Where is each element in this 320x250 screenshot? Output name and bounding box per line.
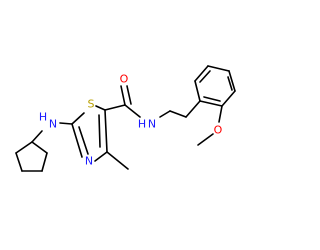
benzene-ring xyxy=(194,65,236,107)
bond xyxy=(95,105,106,111)
bond xyxy=(15,152,23,172)
bond xyxy=(194,65,209,82)
bond-c5-carbonyl xyxy=(104,104,126,111)
sulfur-atom: S xyxy=(88,98,95,111)
bond-aryl-o xyxy=(218,105,223,123)
thiazole-ring xyxy=(71,105,108,162)
bond xyxy=(71,112,85,125)
bond-cyclopentyl-nh xyxy=(31,130,43,143)
bond xyxy=(207,65,230,72)
bond xyxy=(31,141,48,154)
bond-ch2-ch2 xyxy=(169,110,187,118)
bond-o-methyl xyxy=(197,133,214,146)
bond xyxy=(41,152,48,172)
bond-n-ch2 xyxy=(159,110,171,118)
bond xyxy=(15,141,33,154)
bond xyxy=(203,96,221,102)
bond-nh-c2 xyxy=(59,122,73,125)
bond-carbonyl-n xyxy=(124,104,141,118)
bond xyxy=(227,76,233,91)
molecule-structure: S N H N O H N O xyxy=(15,65,236,172)
bond xyxy=(199,100,223,107)
bond xyxy=(71,123,83,158)
bond xyxy=(78,126,89,155)
bond xyxy=(221,90,236,107)
amine-hydrogen: H xyxy=(39,111,47,124)
methoxy-oxygen: O xyxy=(214,124,223,137)
bond-carbonyl-o xyxy=(120,85,126,106)
amine-nitrogen: N xyxy=(49,118,57,131)
amide-hydrogen: H xyxy=(138,118,146,131)
nitrogen-atom-thiazole: N xyxy=(85,155,93,168)
carbonyl-oxygen: O xyxy=(120,73,129,86)
bond xyxy=(228,70,236,92)
bond-carbonyl-o xyxy=(126,85,132,105)
bond xyxy=(98,114,101,148)
bond xyxy=(194,80,201,102)
bond xyxy=(199,70,211,83)
bond-methyl xyxy=(106,151,129,170)
amide-nitrogen: N xyxy=(148,118,156,131)
bond-ch2-aryl xyxy=(185,100,201,118)
bond xyxy=(94,151,108,162)
bond xyxy=(104,109,108,153)
cyclopentyl-ring xyxy=(15,141,48,172)
